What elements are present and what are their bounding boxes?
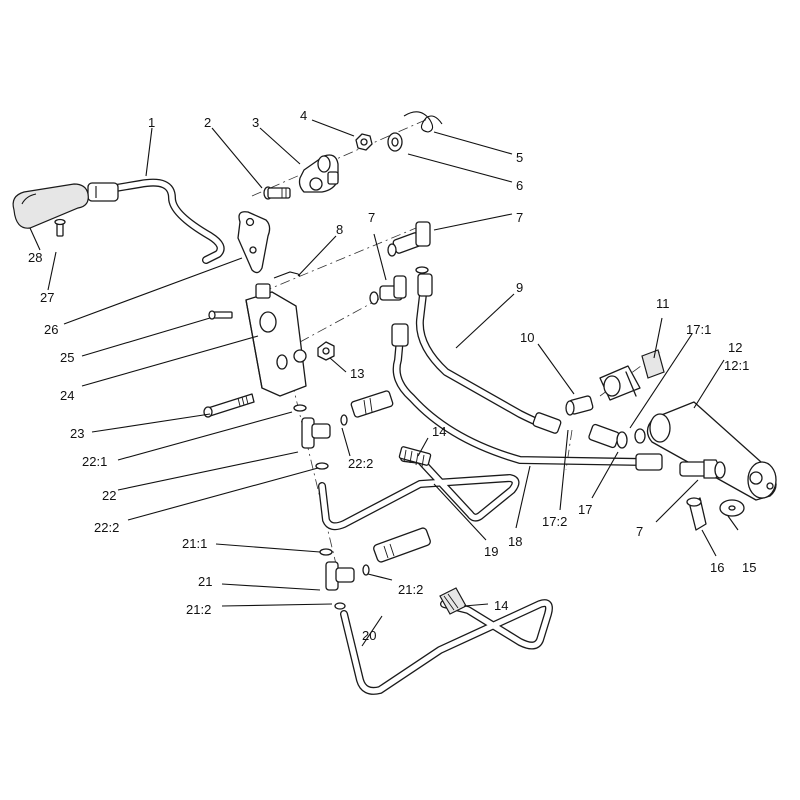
pivot-block — [298, 154, 339, 193]
callout-20: 20 — [362, 628, 376, 643]
callout-1: 1 — [148, 115, 155, 130]
callout-3: 3 — [252, 115, 259, 130]
callout-10: 10 — [520, 330, 534, 345]
callout-27: 27 — [40, 290, 54, 305]
callout-21-1: 21:1 — [182, 536, 207, 551]
bolt-23 — [203, 393, 255, 418]
control-lever — [87, 178, 225, 264]
straight-fitting-lower — [373, 527, 431, 563]
hex-nut-13 — [317, 341, 335, 361]
lever-plate — [237, 211, 271, 274]
callout-4: 4 — [300, 108, 307, 123]
hydraulic-tube-19 — [318, 454, 520, 531]
threaded-end-14 — [398, 446, 432, 468]
callout-7a: 7 — [368, 210, 375, 225]
hydraulic-hose-18 — [391, 323, 663, 471]
callout-22-1: 22:1 — [82, 454, 107, 469]
washer-15 — [719, 499, 745, 517]
callout-18: 18 — [508, 534, 522, 549]
callout-28: 28 — [28, 250, 42, 265]
callout-19: 19 — [484, 544, 498, 559]
callout-22-2a: 22:2 — [348, 456, 373, 471]
shoulder-bolt — [263, 186, 291, 200]
hex-nut-4 — [355, 133, 373, 151]
callout-6: 6 — [516, 178, 523, 193]
elbow-fitting-21 — [319, 548, 370, 610]
washer-6 — [387, 132, 403, 152]
callout-9: 9 — [516, 280, 523, 295]
straight-fitting — [350, 390, 394, 418]
elbow-fitting-22 — [293, 404, 348, 470]
callout-22: 22 — [102, 488, 116, 503]
callout-5: 5 — [516, 150, 523, 165]
callout-12-1: 12:1 — [724, 358, 749, 373]
screw-25 — [208, 310, 233, 320]
cylinder-mount-11 — [599, 349, 665, 401]
leader-lines — [29, 119, 739, 647]
lever-knob — [12, 183, 89, 229]
fitting-7-lower — [679, 459, 726, 479]
callout-14a: 14 — [432, 424, 446, 439]
spring-pin — [273, 271, 301, 279]
callout-16: 16 — [710, 560, 724, 575]
hydraulic-tube-20 — [340, 599, 553, 695]
knob-screw — [54, 218, 66, 237]
elbow-fitting-7-mid — [369, 275, 407, 305]
callout-24: 24 — [60, 388, 74, 403]
hairpin-cotter — [403, 111, 443, 133]
callout-7c: 7 — [636, 524, 643, 539]
fitting-17 — [588, 423, 646, 449]
callout-21-2b: 21:2 — [186, 602, 211, 617]
elbow-fitting-7-upper — [387, 221, 431, 274]
hydraulic-hose-9 — [415, 273, 562, 434]
callout-2: 2 — [204, 115, 211, 130]
callout-14b: 14 — [494, 598, 508, 613]
callout-15: 15 — [742, 560, 756, 575]
callout-11: 11 — [656, 296, 670, 311]
callout-7b: 7 — [516, 210, 523, 225]
adapter-fitting-10 — [565, 395, 594, 416]
control-valve-body — [245, 283, 307, 397]
hydraulic-cylinder — [646, 401, 777, 501]
tube-clamp-14 — [439, 587, 467, 615]
bolt-16 — [686, 497, 707, 531]
callout-17-2: 17:2 — [542, 514, 567, 529]
callout-25: 25 — [60, 350, 74, 365]
callout-12: 12 — [728, 340, 742, 355]
callout-17-1: 17:1 — [686, 322, 711, 337]
callout-13: 13 — [350, 366, 364, 381]
callout-26: 26 — [44, 322, 58, 337]
callout-22-2b: 22:2 — [94, 520, 119, 535]
callout-21: 21 — [198, 574, 212, 589]
callout-17: 17 — [578, 502, 592, 517]
callout-labels: 1 2 3 4 5 6 7 7 8 9 10 11 17:1 12 12:1 1… — [28, 108, 756, 643]
callout-21-2a: 21:2 — [398, 582, 423, 597]
callout-8: 8 — [336, 222, 343, 237]
callout-23: 23 — [70, 426, 84, 441]
